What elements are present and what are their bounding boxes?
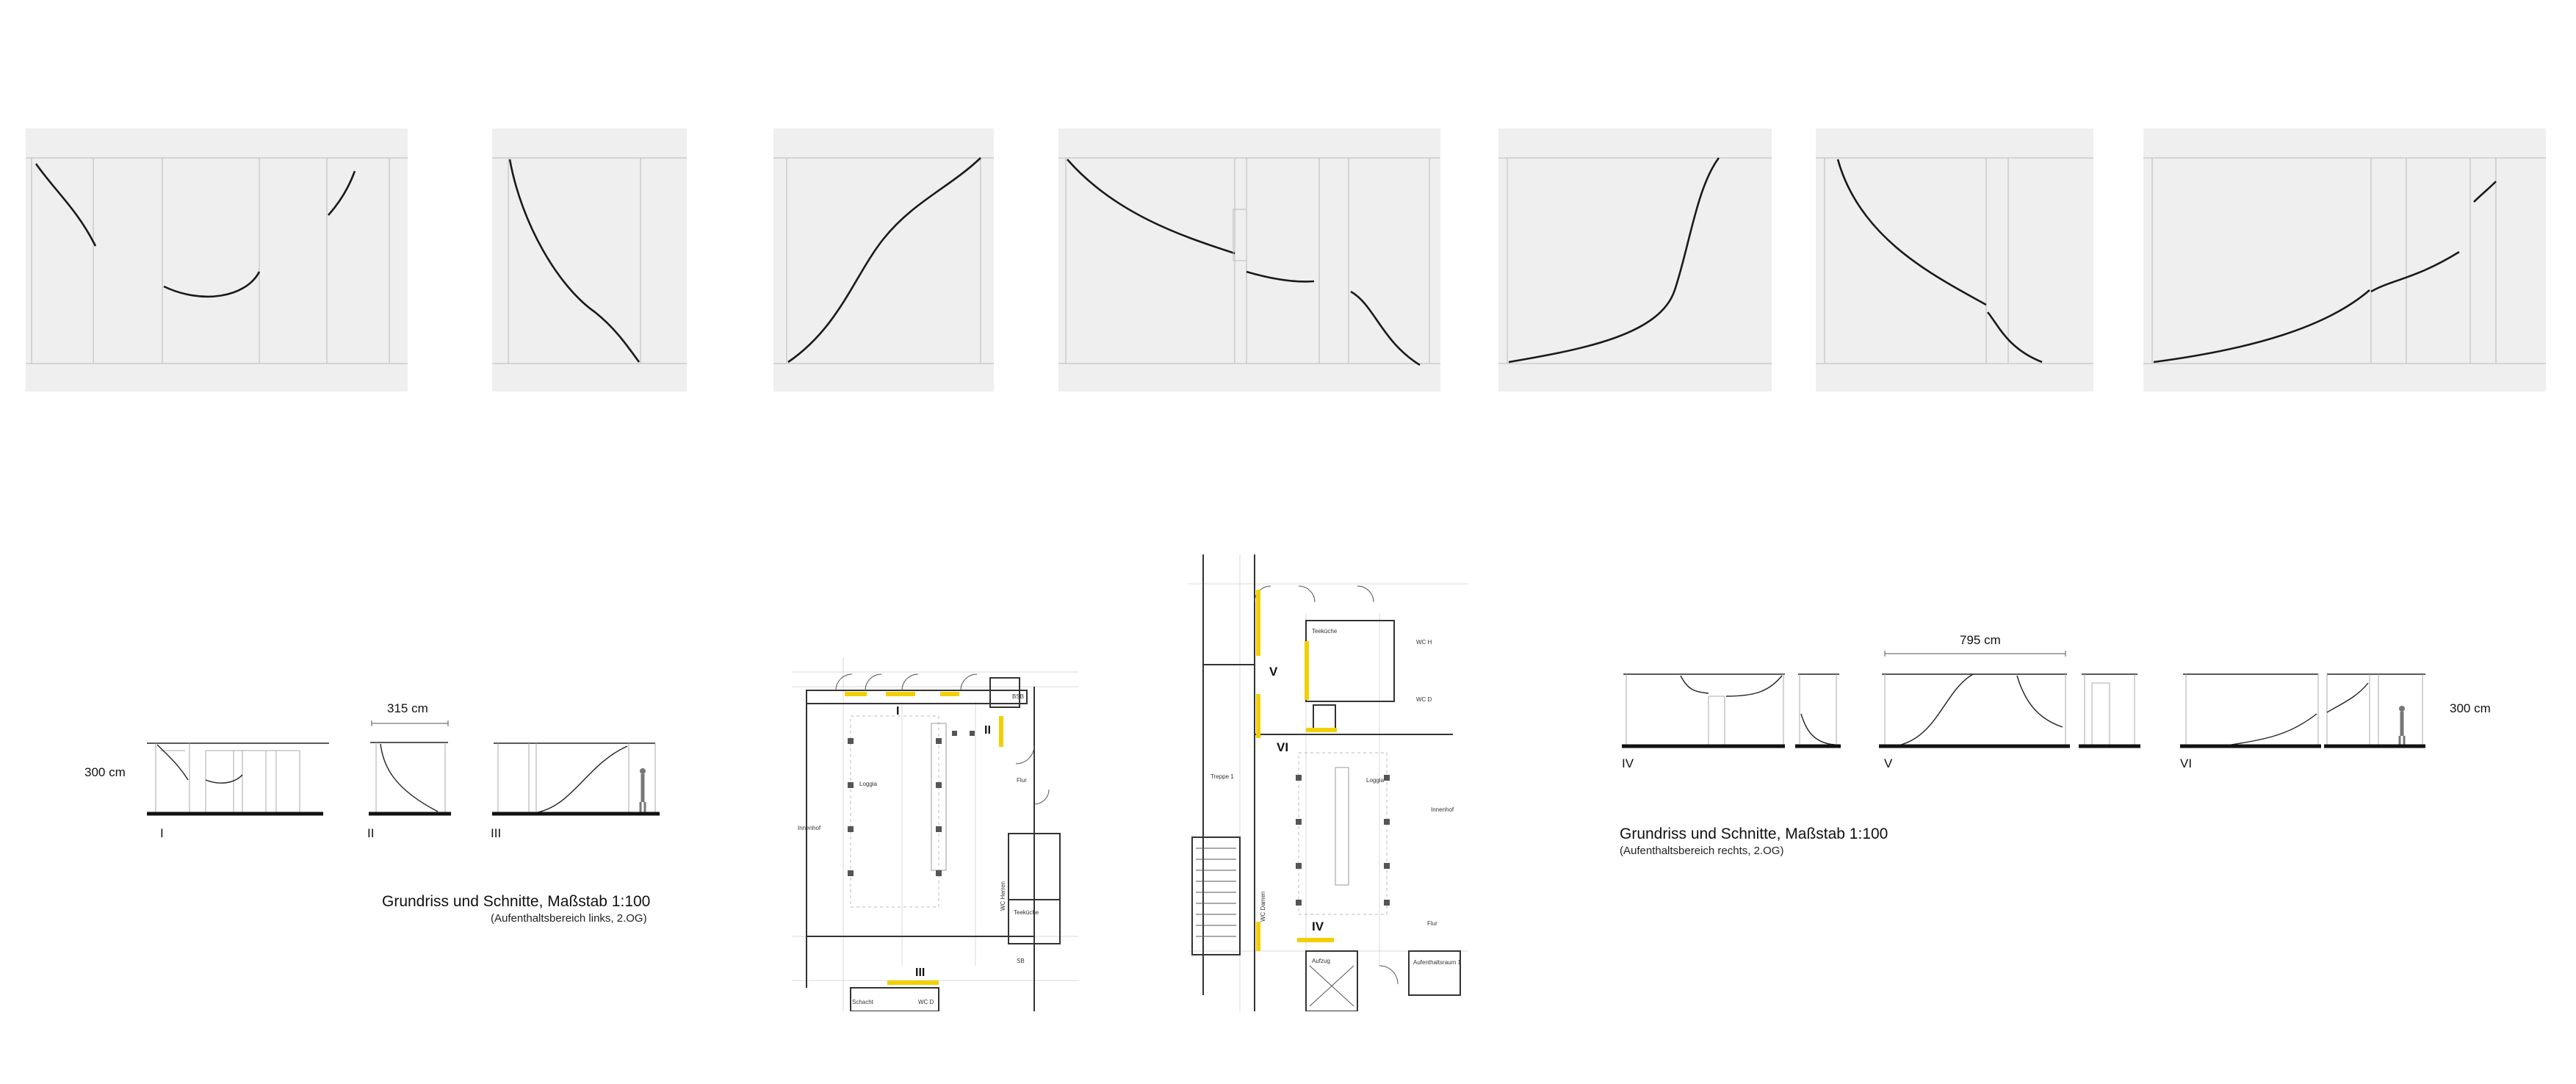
sketch-sheet-3 <box>773 129 994 391</box>
right-title: Grundriss und Schnitte, Maßstab 1:100 <box>1620 825 1888 842</box>
section-VI <box>2180 668 2445 749</box>
sketch-sheet-1 <box>26 129 408 391</box>
room-r-treppe: Treppe 1 <box>1211 773 1234 780</box>
right-subtitle: (Aufenthaltsbereich rechts, 2.OG) <box>1620 845 1784 857</box>
section-IV <box>1622 670 1842 749</box>
section-label-I: I <box>160 826 164 840</box>
room-r-wc-damen: WC Damen <box>1260 892 1266 922</box>
room-wc-herren: WC Herren <box>1000 881 1006 911</box>
floor-plan-left: I II III BSB Loggia Flur Innenhof Teeküc… <box>792 657 1078 1011</box>
room-r-innenhof: Innenhof <box>1431 806 1454 813</box>
room-schacht: Schacht <box>852 999 874 1005</box>
left-title: Grundriss und Schnitte, Maßstab 1:100 <box>382 893 651 910</box>
room-wc-d: WC D <box>918 999 934 1005</box>
room-sb: SB <box>1017 958 1025 964</box>
room-r-flur: Flur <box>1427 920 1437 927</box>
room-loggia: Loggia <box>859 781 878 787</box>
sketch-sheet-4 <box>1058 129 1440 391</box>
room-r-teekueche: Teeküche <box>1312 628 1338 635</box>
section-label-IV: IV <box>1622 756 1634 770</box>
plan-right-marker-IV: IV <box>1312 919 1324 933</box>
room-r-wc-h: WC H <box>1416 639 1432 646</box>
section-II <box>366 716 452 817</box>
room-bsb: BSB <box>1012 693 1024 700</box>
section-I <box>140 734 332 817</box>
section-label-V: V <box>1884 756 1893 770</box>
section-label-VI: VI <box>2180 756 2193 770</box>
plan-right-marker-V: V <box>1269 665 1278 679</box>
left-subtitle: (Aufenthaltsbereich links, 2.OG) <box>491 912 647 925</box>
section-III <box>492 734 660 817</box>
section-V <box>1879 646 2143 749</box>
plan-right-marker-VI: VI <box>1277 740 1288 754</box>
floor-plan-right: V VI IV Teeküche WC H WC D Treppe 1 Logg… <box>1188 554 1468 1011</box>
room-r-aufenthaltsraum: Aufenthaltsraum 1 <box>1413 959 1461 966</box>
dim-height-left: 300 cm <box>84 765 126 779</box>
dim-width-left: 315 cm <box>387 701 428 715</box>
room-innenhof: Innenhof <box>798 825 821 831</box>
dim-height-right: 300 cm <box>2450 701 2491 715</box>
room-r-loggia: Loggia <box>1366 777 1385 784</box>
sketch-sheet-5 <box>1498 129 1772 391</box>
section-label-III: III <box>491 826 502 840</box>
plan-left-marker-III: III <box>915 966 925 979</box>
sketch-sheet-7 <box>2143 129 2546 391</box>
room-flur: Flur <box>1017 777 1027 784</box>
sketch-sheet-2 <box>492 129 687 391</box>
room-r-aufzug: Aufzug <box>1312 958 1330 964</box>
dim-width-right: 795 cm <box>1960 633 2001 647</box>
sketch-sheet-6 <box>1816 129 2093 391</box>
plan-left-marker-I: I <box>896 705 899 718</box>
room-r-wc-d: WC D <box>1416 696 1432 703</box>
room-teekueche: Teeküche <box>1014 909 1039 916</box>
plan-left-marker-II: II <box>984 724 991 737</box>
section-label-II: II <box>367 826 375 840</box>
